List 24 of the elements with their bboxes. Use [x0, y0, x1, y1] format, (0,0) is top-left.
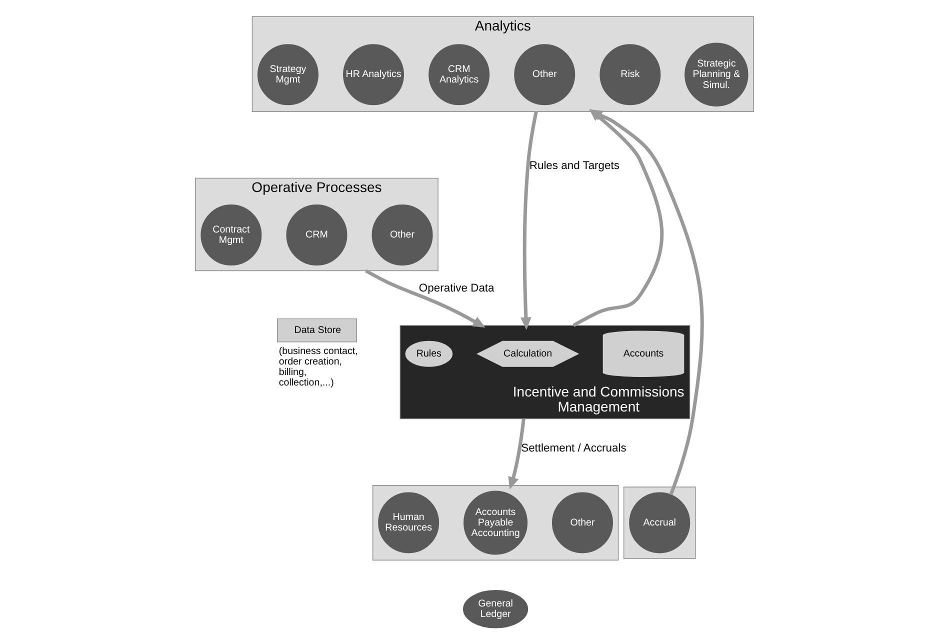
node-circle: Strategic Planning & Simul.: [684, 42, 748, 106]
node-circle: Other: [552, 492, 613, 554]
edge-label: Rules and Targets: [529, 160, 620, 172]
node-circle: Other: [372, 204, 433, 266]
arrow: [364, 269, 486, 328]
arrow: [520, 111, 538, 330]
node-ellipse: Rules: [405, 340, 453, 367]
node-circle: Other: [514, 44, 576, 106]
node-circle: Accounts Payable Accounting: [464, 490, 528, 555]
node-circle: CRM Analytics: [428, 44, 490, 106]
node-label: (business contact, order creation, billing, collection,...): [278, 346, 358, 389]
cluster: [372, 485, 619, 560]
node-ellipse: General Ledger: [462, 590, 528, 628]
node-circle: Accrual: [629, 492, 690, 554]
node-circle: Strategy Mgmt: [257, 44, 318, 106]
node-circle: Risk: [600, 44, 661, 106]
cluster: [624, 486, 696, 559]
node-circle: Contract Mgmt: [200, 204, 262, 266]
edge-label: Settlement / Accruals: [521, 442, 626, 455]
node-circle: HR Analytics: [343, 44, 404, 106]
node-circle: CRM: [286, 204, 348, 266]
node-circle: Human Resources: [378, 492, 440, 554]
edge-label: Operative Data: [418, 282, 494, 295]
arrow: [508, 418, 526, 490]
